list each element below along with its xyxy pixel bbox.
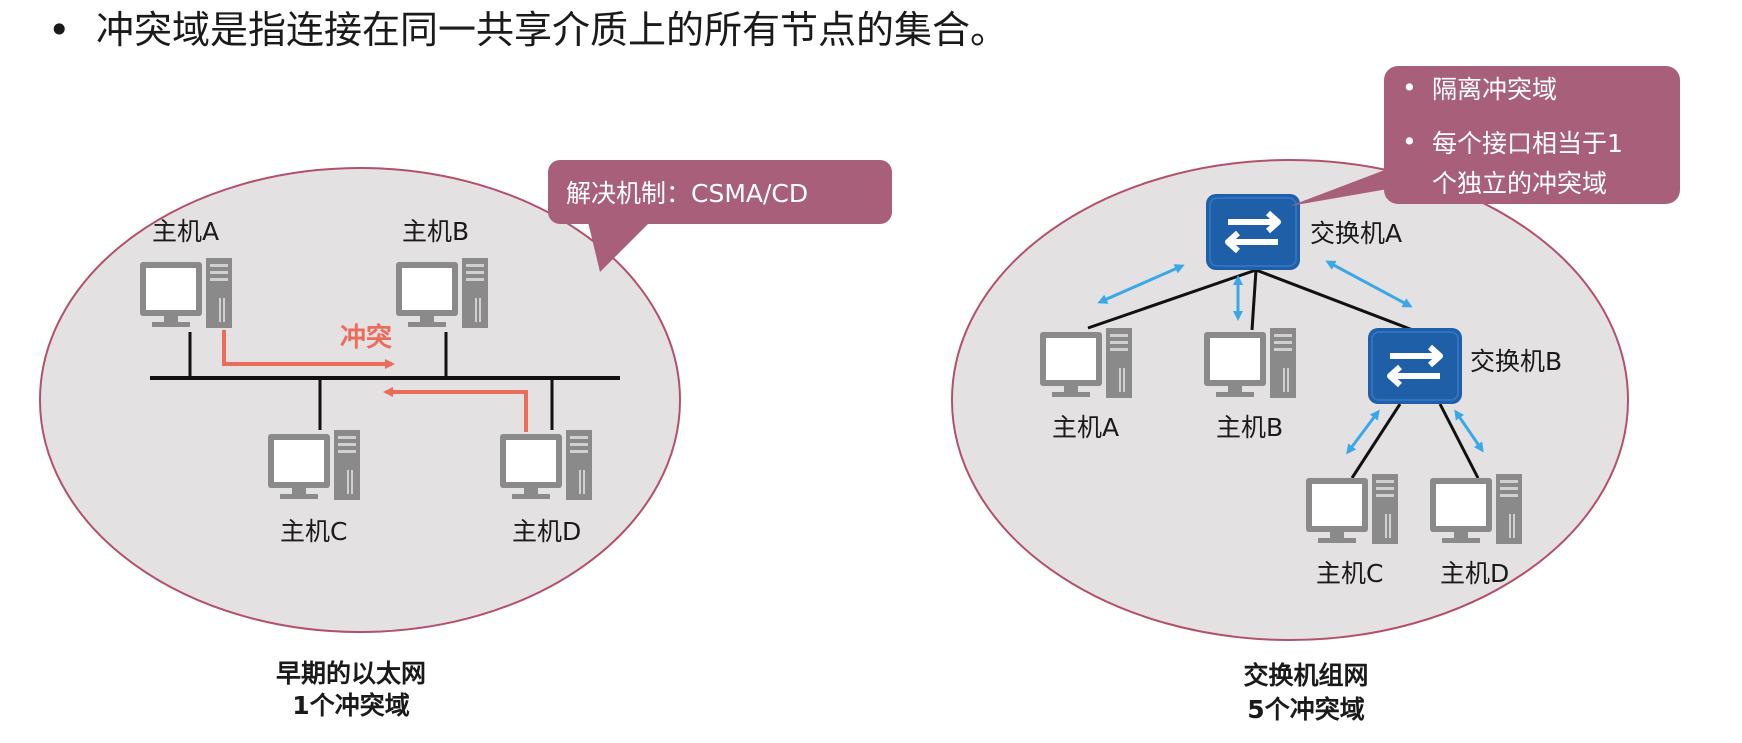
- switch-a-label: 交换机A: [1310, 219, 1402, 248]
- heading-bullet: •: [48, 8, 71, 52]
- right-callout-item-3: 个独立的冲突域: [1432, 169, 1607, 198]
- port-arrow-swb: [1325, 260, 1413, 308]
- switch-a-icon: [1206, 194, 1300, 270]
- right-caption-line1: 交换机组网: [1243, 661, 1368, 690]
- left-domain-ellipse: [39, 167, 681, 633]
- heading-text: 冲突域是指连接在同一共享介质上的所有节点的集合。: [96, 8, 1009, 52]
- conflict-label: 冲突: [340, 322, 392, 353]
- right-host-b-label: 主机B: [1216, 413, 1283, 442]
- conflict-arrow-from-d: [383, 387, 528, 432]
- left-caption-line2: 1个冲突域: [292, 691, 409, 720]
- right-host-a-label: 主机A: [1052, 413, 1119, 442]
- right-callout: • 隔离冲突域 • 每个接口相当于1 个独立的冲突域: [1290, 66, 1680, 206]
- left-caption-line1: 早期的以太网: [276, 659, 426, 688]
- left-collision-domain: 解决机制：CSMA/CD 主机A 主机B 主机C 主机D 冲突 早期的以太网 1…: [39, 160, 892, 720]
- link-swa-host-b: [1250, 269, 1258, 331]
- slide-heading: • 冲突域是指连接在同一共享介质上的所有节点的集合。: [48, 2, 1008, 58]
- left-callout-text: 解决机制：CSMA/CD: [566, 179, 808, 208]
- left-callout: 解决机制：CSMA/CD: [548, 160, 892, 272]
- right-caption-line2: 5个冲突域: [1247, 695, 1364, 724]
- right-callout-item-1: 隔离冲突域: [1432, 75, 1557, 104]
- right-host-c-label: 主机C: [1316, 559, 1383, 588]
- port-arrow-host-c: [1346, 409, 1380, 455]
- right-callout-bullet-1: •: [1402, 73, 1417, 102]
- right-callout-bullet-2: •: [1402, 127, 1417, 156]
- left-host-d-label: 主机D: [512, 517, 581, 546]
- right-collision-domains: 交换机A 交换机B 主机A 主机B 主机C 主机D • 隔离冲突域 • 每个接口…: [951, 66, 1680, 724]
- port-arrow-host-a: [1097, 264, 1185, 304]
- right-host-d-label: 主机D: [1440, 559, 1509, 588]
- right-callout-item-2: 每个接口相当于1: [1432, 129, 1623, 158]
- conflict-arrow-from-a: [222, 330, 395, 369]
- left-host-b-label: 主机B: [402, 217, 469, 246]
- port-arrow-host-d: [1454, 409, 1484, 453]
- left-host-c-label: 主机C: [280, 517, 347, 546]
- left-host-a-label: 主机A: [152, 217, 219, 246]
- switch-b-icon: [1368, 328, 1462, 404]
- switch-b-label: 交换机B: [1470, 347, 1562, 376]
